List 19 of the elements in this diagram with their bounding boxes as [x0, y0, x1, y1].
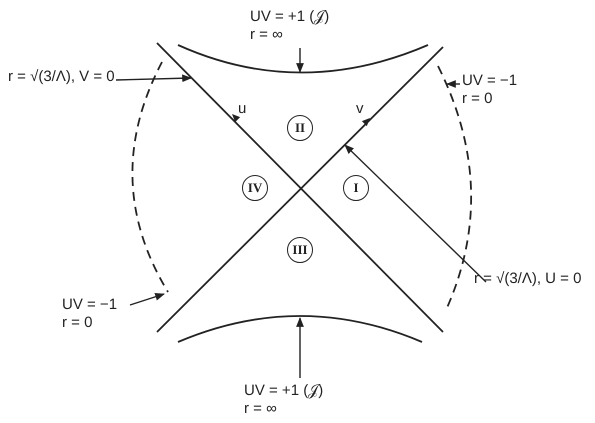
- equation-text: r = ∞: [250, 26, 284, 44]
- equation-text: UV = +1 (𝒥): [244, 382, 324, 400]
- equation-text: r = 0: [462, 90, 494, 108]
- left-horizon-curve: [132, 62, 169, 292]
- equation-text: r = 0: [62, 314, 94, 332]
- axis-label: u: [238, 100, 246, 117]
- equation-text: UV = −1: [62, 296, 118, 314]
- equation-text: UV = −1: [462, 72, 518, 90]
- bottom-boundary-curve: [178, 315, 422, 343]
- leader-line: [296, 48, 304, 73]
- leader-line: [446, 80, 460, 88]
- leader-line: [344, 144, 486, 282]
- axis-label: v: [356, 100, 364, 117]
- leader-line: [296, 317, 304, 378]
- equation-text: UV = +1 (𝒥): [250, 8, 330, 26]
- equation-text: r = √(3/Λ), V = 0: [8, 68, 115, 86]
- equation-text: r = ∞: [244, 400, 278, 418]
- leader-line: [130, 292, 165, 306]
- leader-line: [116, 74, 192, 82]
